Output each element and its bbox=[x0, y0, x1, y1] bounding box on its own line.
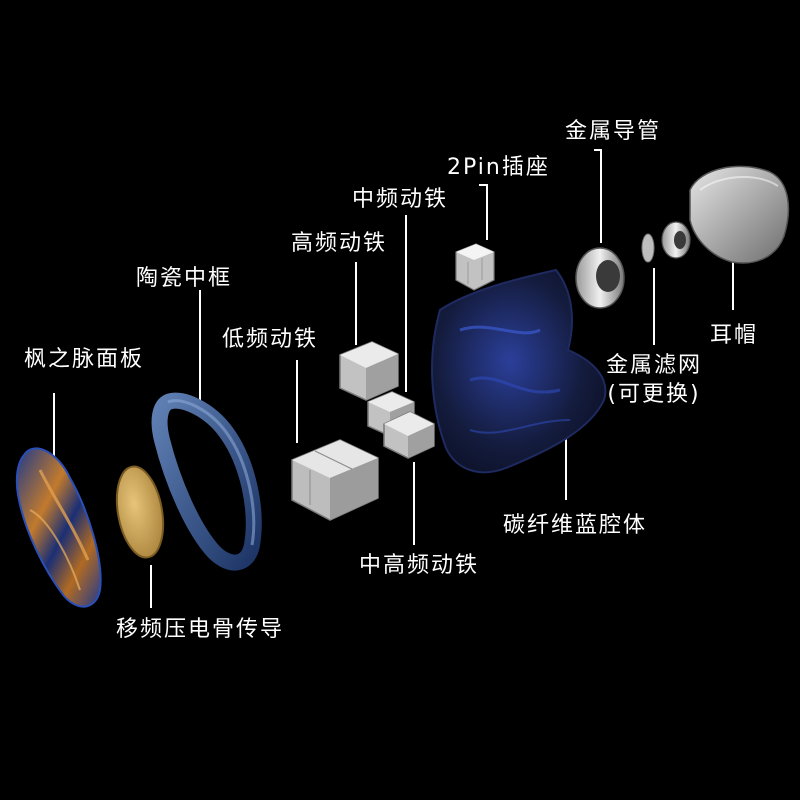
cavity-label: 碳纤维蓝腔体 bbox=[503, 513, 648, 538]
faceplate-part bbox=[15, 447, 102, 608]
metal-filter-label: 金属滤网 (可更换) bbox=[606, 352, 702, 409]
eartip-part bbox=[689, 165, 790, 264]
metal-tube-label: 金属导管 bbox=[565, 119, 662, 144]
faceplate-label: 枫之脉面板 bbox=[24, 347, 145, 372]
metal-filter-label-line1: 金属滤网 bbox=[606, 353, 703, 378]
ceramic-frame-label: 陶瓷中框 bbox=[136, 266, 233, 291]
cavity-part bbox=[431, 268, 607, 474]
pin-socket-label: 2Pin插座 bbox=[447, 155, 550, 180]
metal-tube-part bbox=[575, 247, 625, 309]
pin-socket-leader-line bbox=[479, 184, 488, 240]
high-freq-ba-driver bbox=[339, 341, 399, 401]
high-ba-label: 高频动铁 bbox=[291, 231, 388, 256]
nozzle-ring-part bbox=[661, 221, 691, 259]
bone-driver-label: 移频压电骨传导 bbox=[116, 617, 285, 642]
low-freq-ba-driver bbox=[291, 439, 379, 521]
ceramic-frame-part bbox=[151, 392, 262, 571]
low-ba-label: 低频动铁 bbox=[222, 327, 319, 352]
metal-filter-label-line2: (可更换) bbox=[607, 381, 701, 407]
metal-filter-part bbox=[641, 233, 655, 263]
mid-ba-label: 中频动铁 bbox=[352, 187, 449, 212]
bone-conduction-disc bbox=[115, 465, 165, 559]
midhigh-freq-ba-driver bbox=[383, 411, 435, 459]
eartip-label: 耳帽 bbox=[710, 323, 759, 348]
midhigh-ba-label: 中高频动铁 bbox=[359, 553, 480, 578]
metal-tube-leader-line bbox=[594, 149, 602, 243]
pin-socket-part bbox=[455, 243, 495, 291]
